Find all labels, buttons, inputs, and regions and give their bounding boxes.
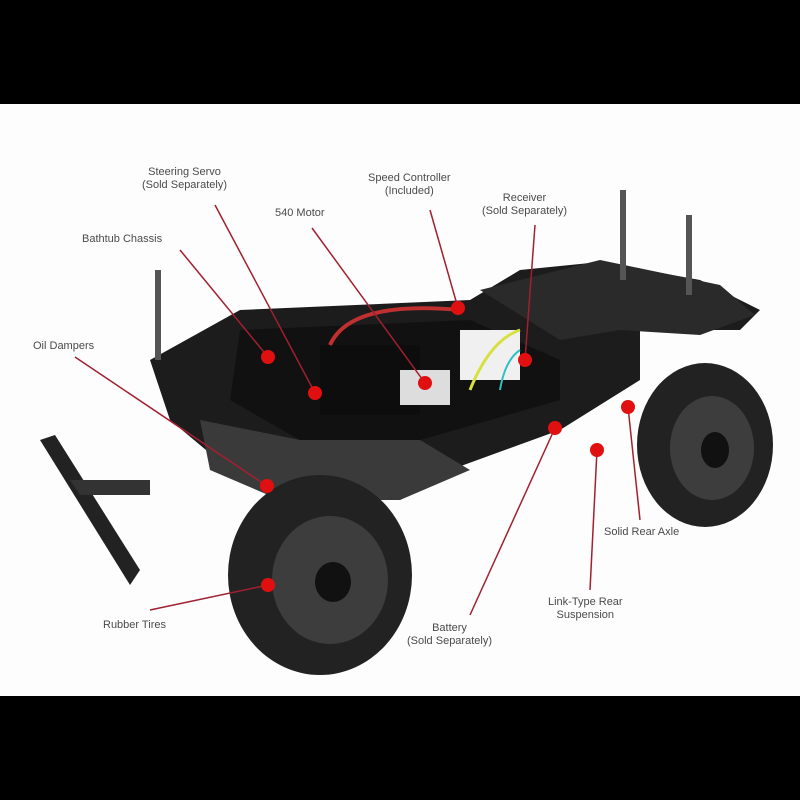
- diagram-canvas: Steering Servo(Sold Separately) 540 Moto…: [0, 104, 800, 696]
- letterbox-bottom: [0, 696, 800, 800]
- chassis-illustration: [40, 190, 773, 675]
- label-oil-dampers: Oil Dampers: [33, 340, 95, 352]
- label-receiver: Receiver(Sold Separately): [482, 192, 567, 217]
- label-solid-rear-axle: Solid Rear Axle: [604, 526, 680, 538]
- callout-lines: [74, 204, 641, 616]
- label-bathtub-chassis: Bathtub Chassis: [82, 233, 163, 245]
- letterbox-top: [0, 0, 800, 104]
- label-rubber-tires: Rubber Tires: [103, 619, 166, 631]
- rear-tire: [637, 363, 773, 527]
- front-tire: [228, 475, 412, 675]
- label-540-motor: 540 Motor: [275, 207, 325, 219]
- label-steering-servo: Steering Servo(Sold Separately): [142, 166, 227, 191]
- label-speed-controller: Speed Controller(Included): [368, 172, 451, 197]
- label-battery: Battery(Sold Separately): [407, 622, 492, 647]
- front-bumper: [40, 435, 140, 585]
- callout-dots: [260, 301, 635, 592]
